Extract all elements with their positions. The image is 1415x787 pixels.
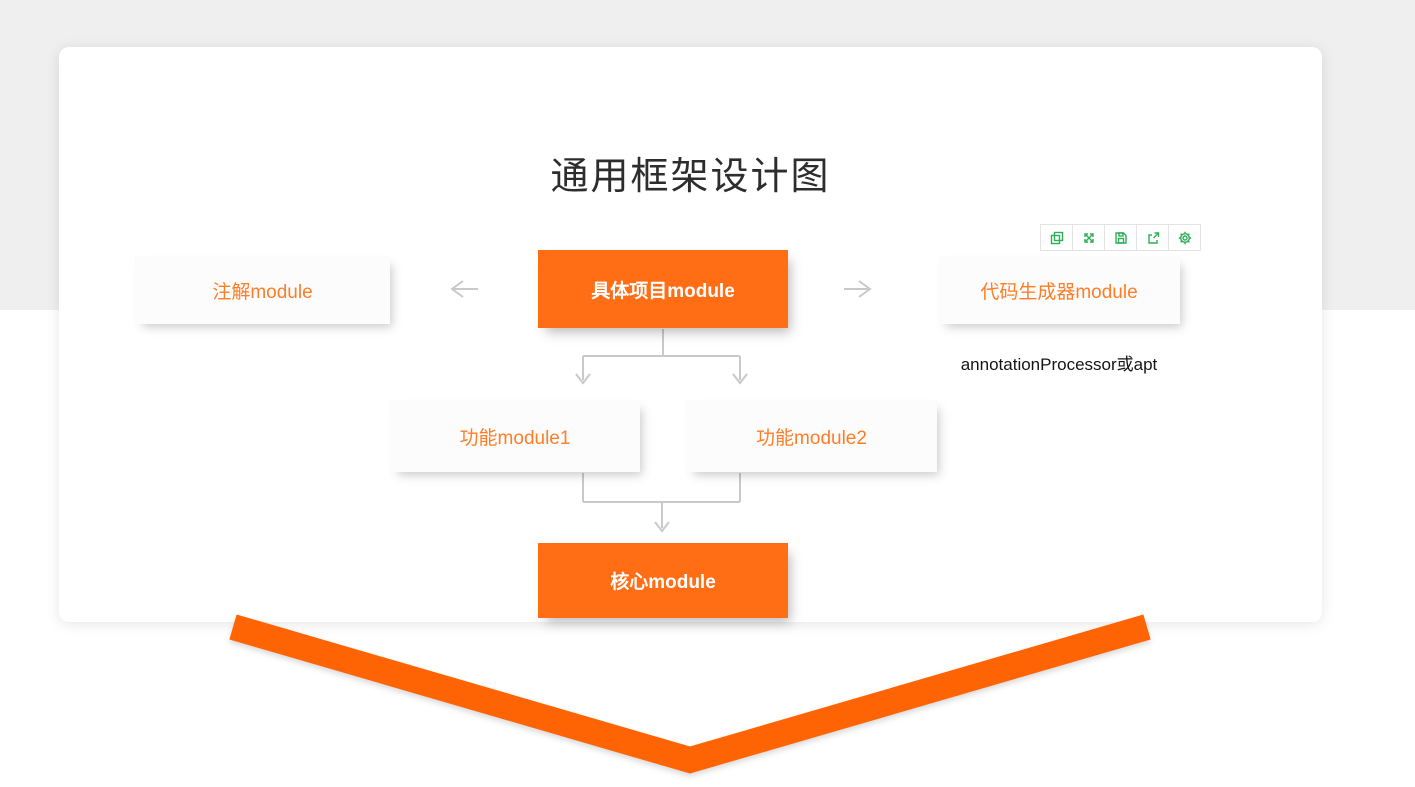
save-icon (1114, 231, 1127, 244)
node-label: 代码生成器module (980, 281, 1138, 303)
node-codegen-module: 代码生成器module (938, 256, 1180, 324)
node-func-module1: 功能module1 (390, 400, 640, 472)
caption-annotation-processor: annotationProcessor或apt (960, 355, 1158, 374)
node-label: 注解module (212, 281, 313, 303)
diagram-card: 通用框架设计图 (59, 47, 1322, 622)
fullscreen-icon (1083, 232, 1094, 243)
node-annotation-module: 注解module (135, 256, 390, 324)
share-icon (1147, 231, 1159, 244)
node-project-module: 具体项目module (538, 250, 788, 328)
node-core-module: 核心module (538, 543, 788, 618)
node-label: 核心module (610, 572, 716, 593)
node-func-module2: 功能module2 (686, 400, 937, 472)
settings-button[interactable] (1168, 224, 1201, 251)
node-label: 功能module1 (459, 427, 571, 449)
page-title: 通用框架设计图 (550, 156, 831, 198)
duplicate-icon (1050, 231, 1063, 244)
diagram-toolbar (1040, 224, 1201, 251)
save-button[interactable] (1104, 224, 1137, 251)
fullscreen-button[interactable] (1072, 224, 1105, 251)
node-label: 功能module2 (756, 427, 867, 449)
node-label: 具体项目module (591, 280, 735, 302)
duplicate-button[interactable] (1040, 224, 1073, 251)
settings-icon (1178, 231, 1191, 244)
share-button[interactable] (1136, 224, 1169, 251)
